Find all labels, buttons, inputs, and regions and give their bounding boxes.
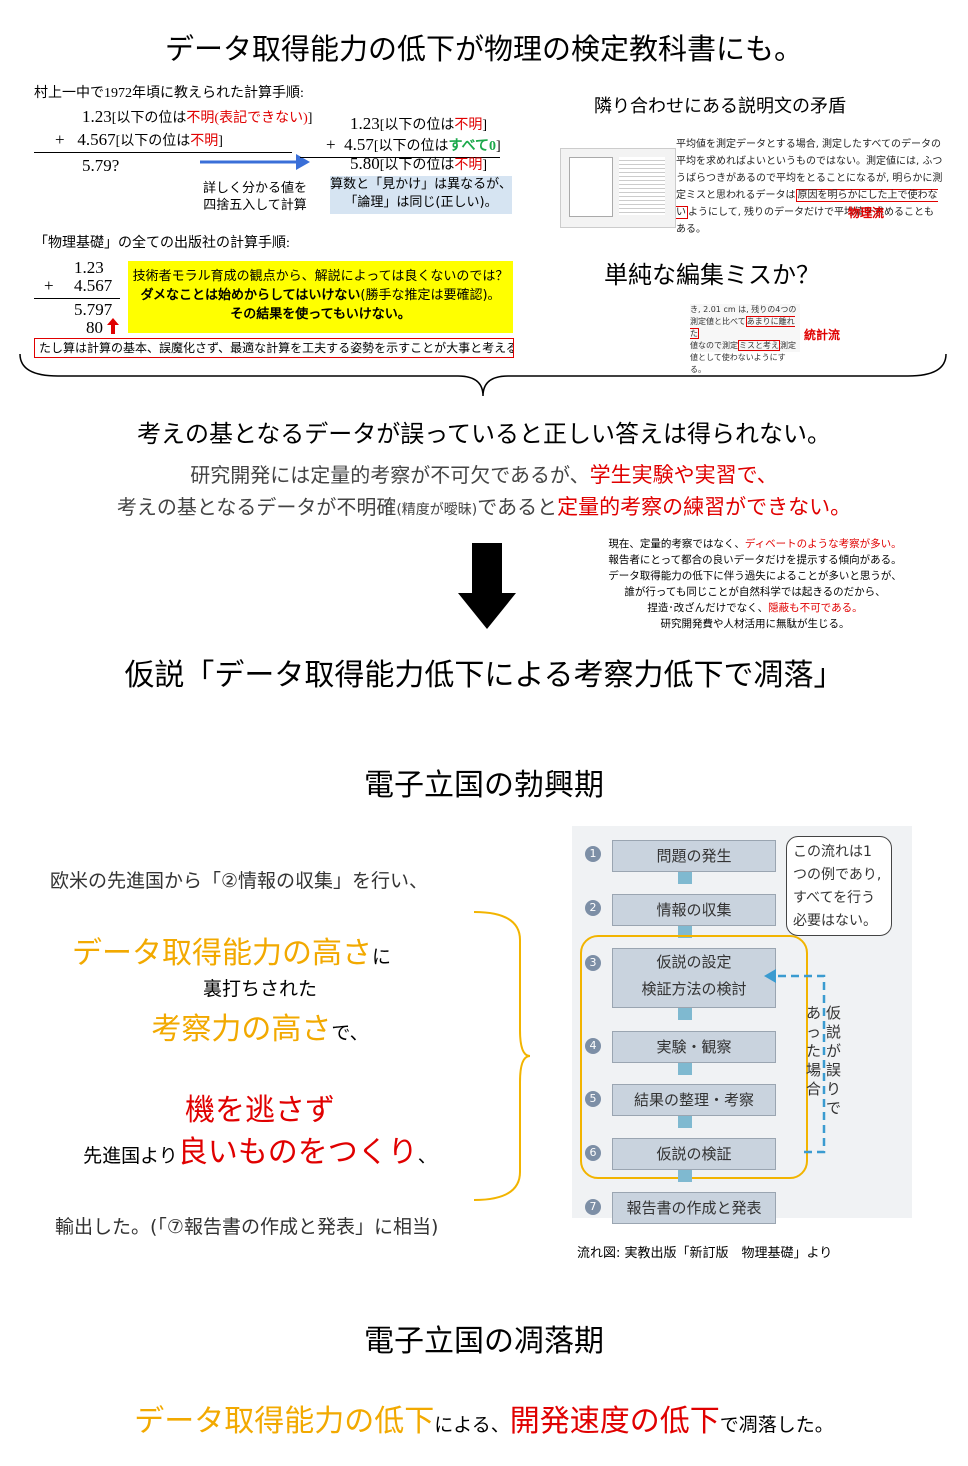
calc2-line <box>34 298 120 299</box>
rise-line-5: 機を逃さず <box>185 1093 335 1128</box>
yellow-line-2: (勝手な推定は要確認)。 <box>360 288 501 303</box>
red-text: 不明(表記できない) <box>186 111 308 126</box>
conclusion-line-2: 研究開発には定量的考察が不可欠であるが、学生実験や実習で、 <box>190 463 778 487</box>
step-number: 7 <box>585 1199 601 1215</box>
flow-source: 流れ図: 実教出版「新訂版 物理基礎」より <box>577 1246 833 1261</box>
contradiction-text: 平均値を測定データとする場合, 測定したすべてのデータの平均を求めればよいという… <box>676 139 943 235</box>
calc2-plus: + <box>44 276 54 295</box>
text: [以下の位は <box>111 111 187 126</box>
rise-line-7: 輸出した。(「⑦報告書の作成と発表」に相当) <box>55 1216 439 1238</box>
side-note: 現在、定量的考察ではなく、ディベートのような考察が多い。 報告者にとって都合の良… <box>608 538 902 630</box>
flow-step-2: 情報の収集 <box>612 894 776 926</box>
decline-line: データ取得能力の低下による、開発速度の低下で凋落した。 <box>134 1404 834 1439</box>
decline-heading: 電子立国の凋落期 <box>364 1324 604 1359</box>
text: ] <box>307 111 313 126</box>
arrow-note: 詳しく分かる値を 四捨五入して計算 <box>202 181 307 213</box>
yellow-box: 技術者モラル育成の観点から、解説によっては良くないのでは？ ダメなことは始めから… <box>128 261 513 333</box>
flow-step-5: 結果の整理・考察 <box>612 1084 776 1116</box>
dashed-return-arrow-icon <box>764 969 826 1154</box>
label-butsuri: 物理流 <box>848 206 885 220</box>
calc1-right-row1: 1.23[以下の位は不明] <box>350 114 488 133</box>
calc1-row1: 1.23[以下の位は不明(表記できない)] <box>82 107 312 127</box>
step-number: 4 <box>585 1038 601 1054</box>
flow-arrow <box>678 1170 692 1182</box>
flow-step-1: 問題の発生 <box>612 840 776 872</box>
number: 1.23 <box>82 107 112 126</box>
calc2-n1: 1.23 <box>74 258 104 277</box>
text: [以下の位は <box>115 134 191 149</box>
flow-arrow <box>678 1116 692 1128</box>
sum-line <box>34 152 292 153</box>
plus-sign: + <box>55 130 65 149</box>
red-text: 不明 <box>190 134 219 149</box>
flow-arrow <box>678 1063 692 1075</box>
calc2-n3: 5.797 <box>74 300 113 319</box>
red-outline-note: たし算は計算の基本、誤魔化さず、最適な計算を工夫する姿勢を示すことが大事と考える… <box>34 338 514 358</box>
flow-arrow <box>678 872 692 884</box>
highlight-box: 原因を明らかにした上で使わない <box>676 189 938 219</box>
conclusion-line-1: 考えの基となるデータが誤っていると正しい答えは得られない。 <box>136 420 832 448</box>
rise-line-3: 裏打ちされた <box>202 978 317 1000</box>
flow-step-3: 仮説の設定 検証方法の検討 <box>612 948 776 1008</box>
calc1-result: 5.79? <box>82 156 120 175</box>
hypothesis: 仮説「データ取得能力低下による考察力低下で凋落」 <box>124 658 844 693</box>
flow-arrow <box>678 1008 692 1020</box>
arrow-right-icon <box>200 154 310 170</box>
label-toukei: 統計流 <box>804 328 841 342</box>
yellow-line-1: 技術者モラル育成の観点から、解説によっては良くないのでは？ <box>132 269 509 284</box>
calc1-right-row2: + 4.57[以下の位はすべて0] <box>326 135 501 154</box>
calc1-right-row3: 5.80[以下の位は不明] <box>350 154 488 173</box>
blue-note: 算数と「見かけ」は異なるが、 「論理」は同じ(正しい)。 <box>330 176 512 214</box>
step-number: 5 <box>585 1091 601 1107</box>
flow-step-6: 仮説の検証 <box>612 1138 776 1170</box>
flow-step-4: 実験・観察 <box>612 1031 776 1063</box>
side-label-col-1: 仮説が誤りで <box>826 1004 842 1117</box>
note-bubble: この流れは1 つの例であり, すべてを行う 必要はない。 <box>786 836 892 936</box>
rise-heading: 電子立国の勃興期 <box>364 768 604 803</box>
sum-line-right <box>300 157 500 158</box>
brace-icon <box>19 353 947 397</box>
page-title: データ取得能力の低下が物理の検定教科書にも。 <box>164 32 803 66</box>
down-arrow-icon <box>458 543 516 629</box>
yellow-line-2-bold: ダメなことは始めからしてはいけない <box>140 288 361 303</box>
contradiction-title: 隣り合わせにある説明文の矛盾 <box>594 96 846 117</box>
calc2-caption: 「物理基礎」の全ての出版社の計算手順: <box>34 236 290 251</box>
rise-line-6: 先進国より良いものをつくり、 <box>83 1135 437 1170</box>
calc2-n4: 80 <box>86 318 103 337</box>
conclusion-line-3: 考えの基となるデータが不明確(精度が曖昧)であると定量的考察の練習ができない。 <box>116 495 852 519</box>
textbook-thumbnail <box>560 148 676 228</box>
flow-step-7: 報告書の作成と発表 <box>612 1192 776 1224</box>
step-number: 1 <box>585 846 601 862</box>
rise-line-4: 考察力の高さで、 <box>151 1012 369 1047</box>
yellow-line-3: その結果を使ってもいけない。 <box>230 307 411 322</box>
side-label-col-2: あった場合 <box>806 1004 822 1098</box>
question-heading: 単純な編集ミスか？ <box>604 261 820 289</box>
step-number: 6 <box>585 1145 601 1161</box>
up-arrow-icon <box>107 318 119 334</box>
calc1-caption: 村上一中で1972年頃に教えられた計算手順: <box>34 86 304 101</box>
calc1-row2: + 4.567[以下の位は不明] <box>55 130 223 150</box>
rise-line-1: 欧米の先進国から「②情報の収集」を行い、 <box>50 870 429 892</box>
text: ] <box>218 134 223 149</box>
number: 4.567 <box>77 130 116 149</box>
snippet-text: き, 2.01 cm は, 残りの4つの 測定値と比べてあまりに離れた 値なので… <box>690 304 800 374</box>
orange-brace-icon <box>473 911 531 1201</box>
orange-frame <box>580 935 808 1179</box>
rise-line-2: データ取得能力の高さに <box>72 936 392 971</box>
step-number: 3 <box>585 955 601 971</box>
calc2-n2: 4.567 <box>74 276 113 295</box>
step-number: 2 <box>585 900 601 916</box>
